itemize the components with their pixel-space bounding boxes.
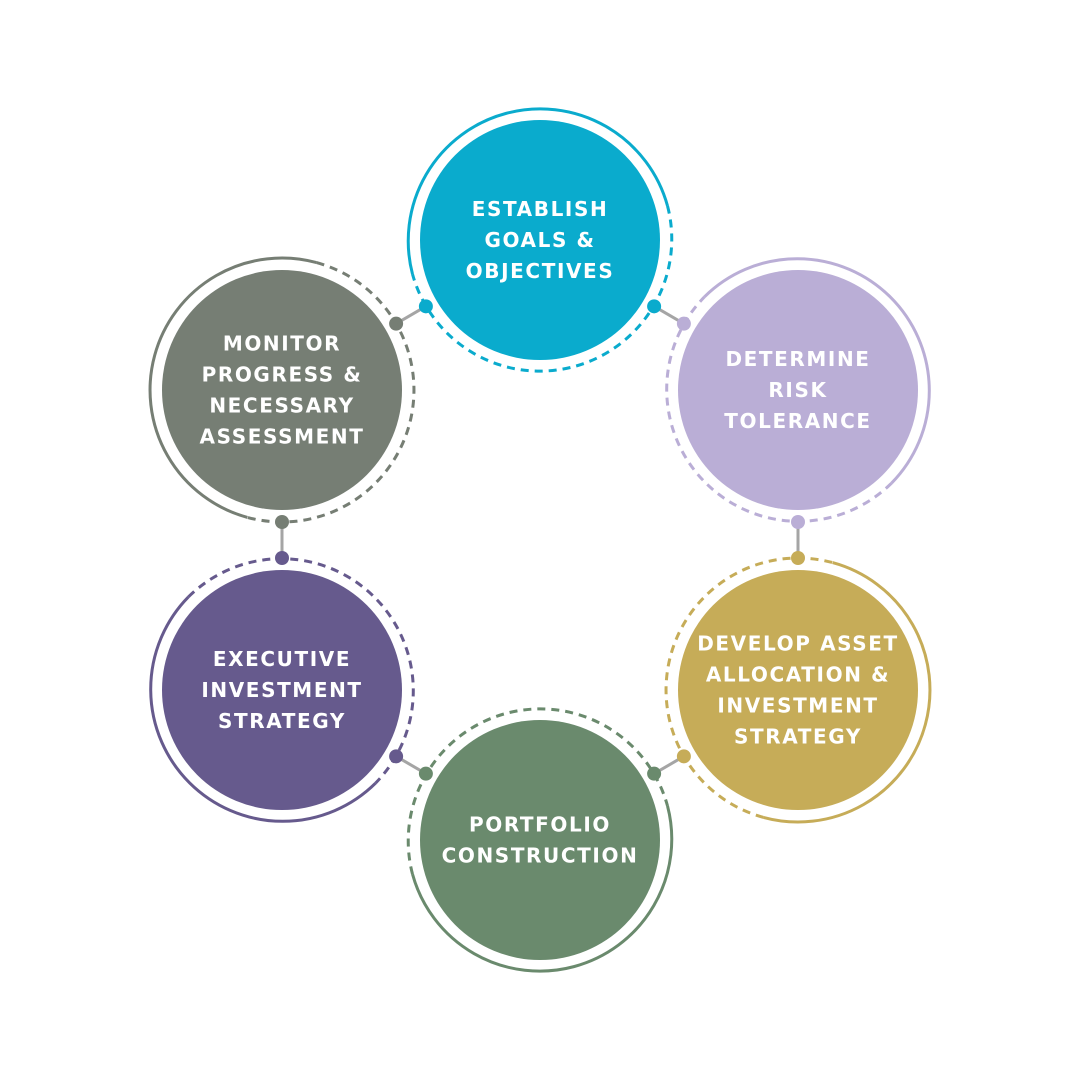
node-label-line: PROGRESS & <box>202 363 363 387</box>
node-label-line: CONSTRUCTION <box>442 844 639 868</box>
node-label-line: INVESTMENT <box>717 694 878 718</box>
node-label-line: TOLERANCE <box>724 409 871 433</box>
node-label-line: GOALS & <box>484 228 595 252</box>
node-ring-dashed <box>665 295 893 523</box>
node-ring-dashed <box>187 557 415 785</box>
node-ring-dashed <box>411 205 674 373</box>
node-label-line: OBJECTIVES <box>466 259 615 283</box>
node-disc <box>420 720 660 960</box>
connector-dot <box>418 299 433 314</box>
node-label-line: PORTFOLIO <box>469 813 611 837</box>
node-ring-solid <box>411 805 674 973</box>
node-label-line: STRATEGY <box>218 709 346 733</box>
cycle-node-monitor-progress: MONITOR PROGRESS & NECESSARY ASSESSMENT <box>148 256 416 524</box>
node-label-line: ALLOCATION & <box>706 663 890 687</box>
node-label-line: MONITOR <box>223 332 341 356</box>
node-ring-dashed <box>664 556 833 819</box>
node-disc <box>678 570 918 810</box>
node-label-line: EXECUTIVE <box>213 647 351 671</box>
cycle-nodes: ESTABLISH GOALS & OBJECTIVES DETERMINE RISK T… <box>148 107 932 973</box>
node-ring-solid <box>149 595 377 823</box>
node-label-line: ASSESSMENT <box>200 425 365 449</box>
node-ring-dashed <box>247 261 416 524</box>
cycle-node-portfolio-construction: PORTFOLIO CONSTRUCTION <box>406 707 674 973</box>
cycle-node-executive-investment: EXECUTIVE INVESTMENT STRATEGY <box>149 557 415 823</box>
node-disc <box>162 570 402 810</box>
cycle-node-establish-goals: ESTABLISH GOALS & OBJECTIVES <box>406 107 674 373</box>
cycle-node-determine-risk: DETERMINE RISK TOLERANCE <box>665 257 931 523</box>
node-label-line: STRATEGY <box>734 725 862 749</box>
cycle-node-develop-asset-allocation: DEVELOP ASSET ALLOCATION & INVESTMENT STRAT… <box>664 556 932 824</box>
node-label-line: NECESSARY <box>209 394 354 418</box>
node-label-line: INVESTMENT <box>201 678 362 702</box>
node-label-line: DEVELOP ASSET <box>697 632 899 656</box>
node-ring-solid <box>406 107 669 275</box>
node-label-line: RISK <box>768 378 827 402</box>
node-label-line: ESTABLISH <box>472 197 609 221</box>
node-ring-solid <box>703 257 931 485</box>
node-ring-dashed <box>406 707 669 875</box>
connector-dot <box>647 766 662 781</box>
node-disc <box>162 270 402 510</box>
node-ring-solid <box>148 256 317 519</box>
node-disc <box>678 270 918 510</box>
node-disc <box>420 120 660 360</box>
node-ring-solid <box>763 561 932 824</box>
node-label-line: DETERMINE <box>725 347 870 371</box>
